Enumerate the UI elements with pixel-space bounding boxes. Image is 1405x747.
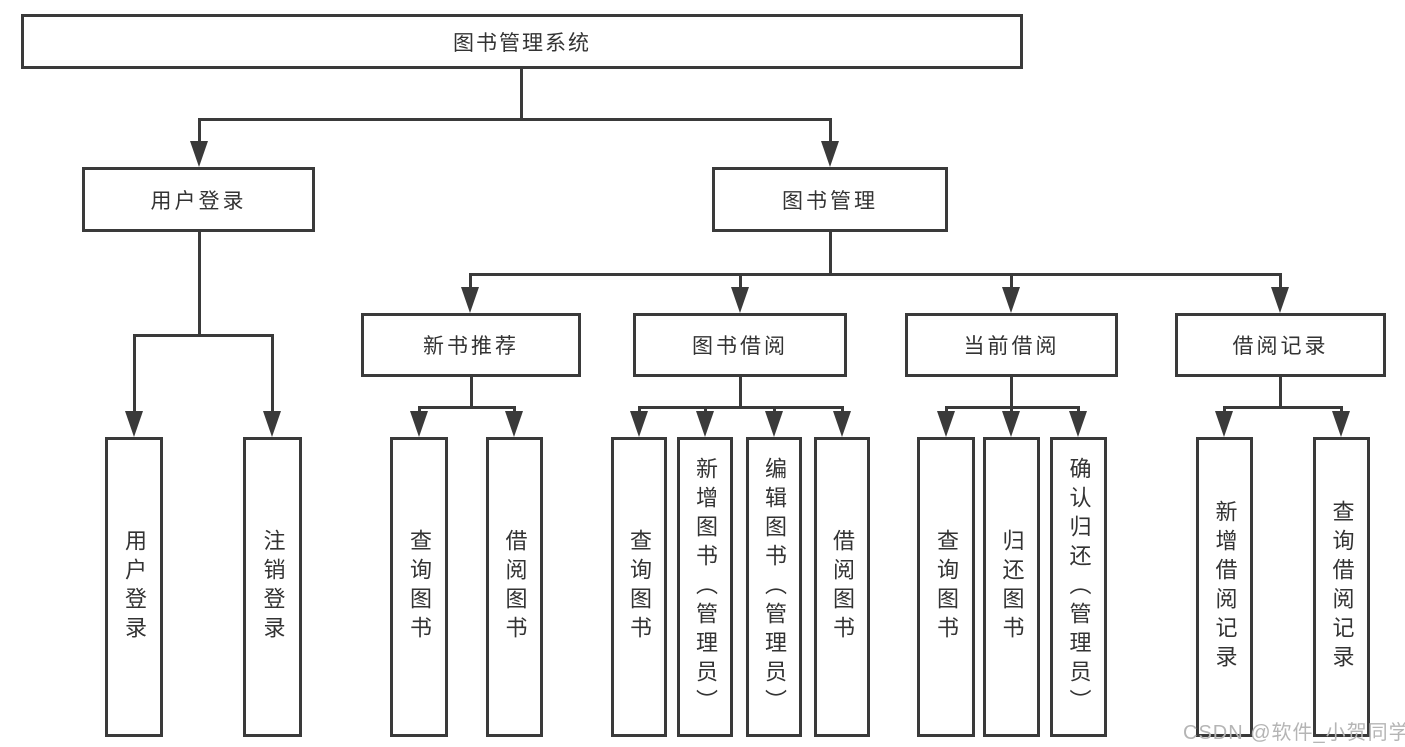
arrowhead <box>410 411 428 437</box>
leaf-query-book-borrow: 查询图书 <box>611 437 667 737</box>
connector <box>198 118 201 144</box>
leaf-add-borrow-record: 新增借阅记录 <box>1196 437 1253 737</box>
leaf-query-book-recommend: 查询图书 <box>390 437 448 737</box>
node-root: 图书管理系统 <box>21 14 1023 69</box>
arrowhead <box>696 411 714 437</box>
node-borrow-record-label: 借阅记录 <box>1232 335 1329 358</box>
leaf-query-book-current: 查询图书 <box>917 437 975 737</box>
connector <box>271 334 274 413</box>
connector <box>469 273 1282 276</box>
leaf-user-login: 用户登录 <box>105 437 163 737</box>
connector <box>841 406 844 414</box>
arrowhead <box>765 411 783 437</box>
node-user-login-label: 用户登录 <box>150 189 247 213</box>
connector <box>1223 406 1343 409</box>
connector <box>418 406 421 414</box>
connector <box>198 118 832 121</box>
leaf-query-borrow-record-label: 查询借阅记录 <box>1329 500 1355 674</box>
leaf-logout: 注销登录 <box>243 437 302 737</box>
node-new-book-recommend-label: 新书推荐 <box>423 335 519 358</box>
arrowhead <box>505 411 523 437</box>
node-current-borrow: 当前借阅 <box>905 313 1118 377</box>
connector <box>520 68 523 121</box>
arrowhead <box>1215 411 1233 437</box>
node-book-management: 图书管理 <box>712 167 948 232</box>
leaf-return-book: 归还图书 <box>983 437 1040 737</box>
leaf-add-book-admin-label: 新增图书（管理员） <box>693 456 718 718</box>
leaf-add-book-admin: 新增图书（管理员） <box>677 437 733 737</box>
leaf-borrow-book-recommend-label: 借阅图书 <box>502 529 528 645</box>
connector <box>739 273 742 289</box>
arrowhead <box>833 411 851 437</box>
arrowhead <box>125 411 143 437</box>
leaf-return-book-label: 归还图书 <box>999 529 1025 645</box>
connector <box>1340 406 1343 414</box>
arrowhead <box>1069 411 1087 437</box>
connector <box>638 406 641 414</box>
connector <box>513 406 516 414</box>
leaf-edit-book-admin: 编辑图书（管理员） <box>746 437 802 737</box>
connector <box>1279 376 1282 409</box>
connector <box>829 232 832 276</box>
node-book-borrow: 图书借阅 <box>633 313 847 377</box>
leaf-borrow-book: 借阅图书 <box>814 437 870 737</box>
node-book-borrow-label: 图书借阅 <box>692 335 788 358</box>
connector <box>469 273 472 289</box>
connector <box>1010 273 1013 289</box>
arrowhead <box>937 411 955 437</box>
connector <box>418 406 516 409</box>
connector <box>945 406 948 414</box>
leaf-query-book-current-label: 查询图书 <box>934 529 959 645</box>
node-user-login: 用户登录 <box>82 167 315 232</box>
leaf-query-borrow-record: 查询借阅记录 <box>1313 437 1370 737</box>
connector <box>704 406 707 414</box>
arrowhead <box>1332 411 1350 437</box>
connector <box>1279 273 1282 289</box>
leaf-confirm-return-admin: 确认归还（管理员） <box>1050 437 1107 737</box>
connector <box>133 334 136 413</box>
node-root-label: 图书管理系统 <box>453 31 591 55</box>
connector <box>133 334 274 337</box>
arrowhead <box>1002 411 1020 437</box>
leaf-borrow-book-recommend: 借阅图书 <box>486 437 543 737</box>
arrowhead <box>1271 287 1289 313</box>
leaf-confirm-return-admin-label: 确认归还（管理员） <box>1066 456 1092 718</box>
arrowhead <box>190 141 208 167</box>
connector <box>638 406 844 409</box>
node-new-book-recommend: 新书推荐 <box>361 313 581 377</box>
arrowhead <box>1002 287 1020 313</box>
arrowhead <box>630 411 648 437</box>
connector <box>829 118 832 144</box>
connector <box>773 406 776 414</box>
leaf-borrow-book-label: 借阅图书 <box>830 529 855 645</box>
leaf-query-book-recommend-label: 查询图书 <box>407 529 432 645</box>
leaf-user-login-label: 用户登录 <box>122 529 147 645</box>
connector <box>1077 406 1080 414</box>
arrowhead <box>263 411 281 437</box>
leaf-add-borrow-record-label: 新增借阅记录 <box>1212 500 1238 674</box>
arrowhead <box>731 287 749 313</box>
node-borrow-record: 借阅记录 <box>1175 313 1386 377</box>
connector <box>739 376 742 409</box>
leaf-logout-label: 注销登录 <box>260 529 286 645</box>
watermark: CSDN @软件_小贺同学 <box>1183 722 1405 744</box>
arrowhead <box>461 287 479 313</box>
connector <box>470 376 473 409</box>
leaf-edit-book-admin-label: 编辑图书（管理员） <box>762 456 787 718</box>
arrowhead <box>821 141 839 167</box>
leaf-query-book-borrow-label: 查询图书 <box>627 529 652 645</box>
connector <box>1010 406 1013 414</box>
connector <box>1223 406 1226 414</box>
node-current-borrow-label: 当前借阅 <box>963 335 1060 358</box>
connector <box>198 232 201 337</box>
node-book-management-label: 图书管理 <box>782 189 878 213</box>
connector <box>1010 376 1013 409</box>
